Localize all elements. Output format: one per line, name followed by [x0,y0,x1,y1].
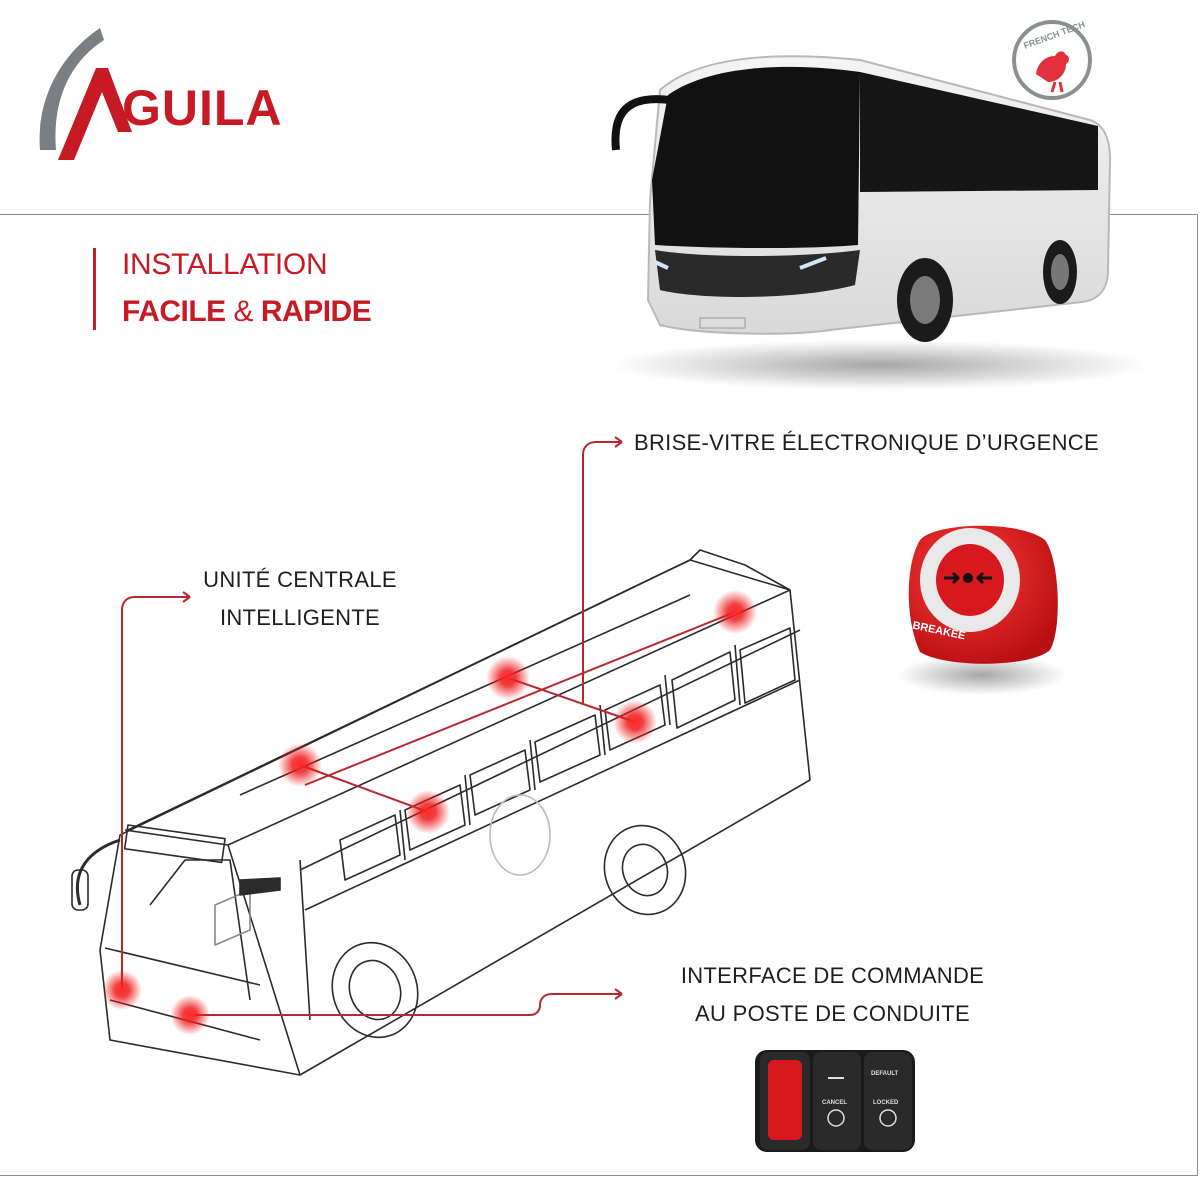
heading-facile: FACILE [122,295,226,328]
coach-photo [610,55,1150,390]
heading-line-1: INSTALLATION [122,248,328,281]
sensor-dots [102,590,757,1035]
callout-unite-centrale: UNITÉ CENTRALE INTELLIGENTE [190,561,410,637]
callout-interface: INTERFACE DE COMMANDE AU POSTE DE CONDUI… [650,957,1015,1033]
content-frame [0,214,1198,1176]
callout-interface-line-1: INTERFACE DE COMMANDE [680,963,985,988]
panel-cancel-label: CANCEL [822,1100,847,1106]
heading-rapide: RAPIDE [260,295,372,328]
callout-brise-vitre: BRISE-VITRE ÉLECTRONIQUE D’URGENCE [634,430,1099,455]
callout-lines [121,436,736,1016]
breaker-device-image [897,525,1067,695]
panel-default-label: DEFAULT [871,1071,899,1077]
heading-ampersand: & [225,295,261,328]
bus-line-drawing [71,549,811,1076]
callout-unite-line-2: INTELLIGENTE [219,605,381,630]
french-tech-badge [1012,20,1092,100]
heading-accent-bar [93,248,96,330]
brand-wordmark: GUILA [122,80,283,136]
aguila-logo [39,28,132,160]
callout-unite-line-1: UNITÉ CENTRALE [203,567,397,592]
control-panel-image [755,1050,915,1152]
panel-locked-label: LOCKED [873,1100,899,1106]
callout-interface-line-2: AU POSTE DE CONDUITE [695,1001,970,1026]
heading-line-2: FACILE & RAPIDE [122,295,372,328]
